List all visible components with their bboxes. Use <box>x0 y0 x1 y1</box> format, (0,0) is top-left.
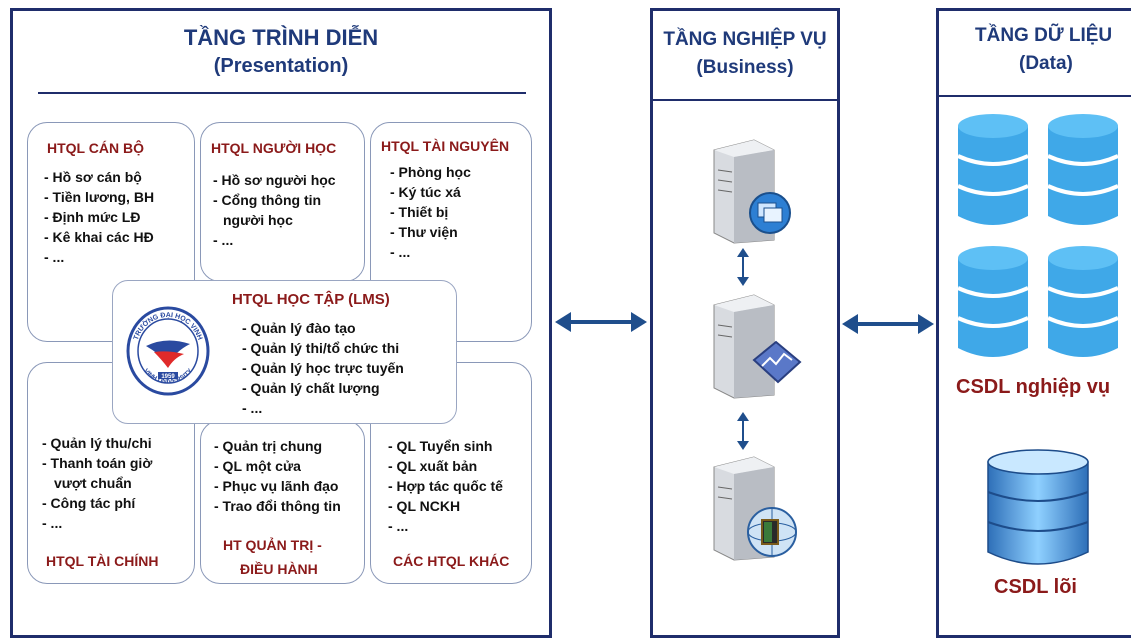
database-icon-1 <box>957 114 1029 225</box>
university-logo: TRƯỜNG ĐẠI HỌC VINH VINH UNIVERSITY 1959 <box>126 306 210 396</box>
list-item: - Định mức LĐ <box>44 209 141 225</box>
list-item: - ... <box>390 244 411 260</box>
logo-year: 1959 <box>161 374 175 380</box>
list-item: - QL Tuyển sinh <box>388 438 493 454</box>
core-database-icon <box>987 449 1089 565</box>
vertical-arrow-1 <box>737 248 749 286</box>
box-lms-title: HTQL HỌC TẬP (LMS) <box>232 291 390 308</box>
vertical-arrow-2 <box>737 412 749 450</box>
box-khac-title: CÁC HTQL KHÁC <box>393 553 510 569</box>
box-quan-tri-title-1: HT QUẢN TRỊ - <box>223 537 322 553</box>
list-item: - Trao đổi thông tin <box>214 498 341 514</box>
list-item: - Quản lý đào tạo <box>242 320 356 336</box>
list-item: - ... <box>213 232 234 248</box>
list-item: người học <box>223 212 293 228</box>
list-item: - ... <box>388 518 409 534</box>
list-item: - Tiền lương, BH <box>44 189 155 205</box>
list-item: - Phục vụ lãnh đạo <box>214 478 339 494</box>
database-icon-3 <box>957 246 1029 357</box>
list-item: - Quản trị chung <box>214 438 323 454</box>
box-quan-tri <box>200 420 365 584</box>
list-item: - QL xuất bản <box>388 458 478 474</box>
box-tai-chinh-title: HTQL TÀI CHÍNH <box>46 553 159 569</box>
list-item: - Quản lý học trực tuyến <box>242 360 404 376</box>
presentation-subtitle: (Presentation) <box>213 55 349 77</box>
box-tai-nguyen-title: HTQL TÀI NGUYÊN <box>381 138 510 154</box>
server-icon-2 <box>713 294 802 399</box>
list-item: - Quản lý thi/tổ chức thi <box>242 340 400 356</box>
box-can-bo-items: - Hồ sơ cán bộ - Tiền lương, BH - Định m… <box>44 167 154 267</box>
double-arrow-right <box>842 314 934 334</box>
business-subtitle: (Business) <box>696 57 794 78</box>
box-quan-tri-items: - Quản trị chung - QL một cửa - Phục vụ … <box>214 436 341 516</box>
list-item: - QL NCKH <box>388 498 461 514</box>
list-item: - Thư viện <box>390 224 458 240</box>
list-item: - Hồ sơ cán bộ <box>44 169 142 185</box>
list-item: - Cổng thông tin <box>213 192 322 208</box>
list-item: - Phòng học <box>390 164 471 180</box>
presentation-divider <box>38 92 526 94</box>
database-icon-2 <box>1047 114 1119 225</box>
list-item: - ... <box>44 249 65 265</box>
box-tai-chinh-items: - Quản lý thu/chi - Thanh toán giờ vượt … <box>42 433 152 533</box>
list-item: - ... <box>42 515 63 531</box>
data-title: TẦNG DỮ LIỆU <box>975 25 1113 46</box>
list-item: - Thanh toán giờ <box>42 455 153 471</box>
box-nguoi-hoc-items: - Hồ sơ người học - Cổng thông tin người… <box>213 170 336 250</box>
list-item: - Hợp tác quốc tế <box>388 478 503 494</box>
box-tai-nguyen-items: - Phòng học - Ký túc xá - Thiết bị - Thư… <box>390 162 471 262</box>
data-divider <box>939 95 1131 97</box>
list-item: - ... <box>242 400 263 416</box>
list-item: - Quản lý thu/chi <box>42 435 152 451</box>
list-item: - Hồ sơ người học <box>213 172 336 188</box>
list-item: vượt chuẩn <box>54 475 132 491</box>
list-item: - Kê khai các HĐ <box>44 229 154 245</box>
server-icon-1 <box>713 139 791 244</box>
box-nguoi-hoc-title: HTQL NGƯỜI HỌC <box>211 140 337 156</box>
business-db-label: CSDL nghiệp vụ <box>956 376 1111 398</box>
double-arrow-left <box>555 312 647 332</box>
data-subtitle: (Data) <box>1019 53 1073 74</box>
business-title: TẦNG NGHIỆP VỤ <box>663 29 827 50</box>
list-item: - Thiết bị <box>390 204 449 220</box>
list-item: - Công tác phí <box>42 495 136 511</box>
box-lms <box>112 280 457 424</box>
box-lms-items: - Quản lý đào tạo - Quản lý thi/tổ chức … <box>242 318 404 418</box>
database-icon-4 <box>1047 246 1119 357</box>
box-khac-items: - QL Tuyển sinh - QL xuất bản - Hợp tác … <box>388 436 503 536</box>
list-item: - Ký túc xá <box>390 184 461 200</box>
list-item: - Quản lý chất lượng <box>242 380 380 396</box>
presentation-title: TẦNG TRÌNH DIỄN <box>183 25 379 50</box>
box-quan-tri-title-2: ĐIỀU HÀNH <box>240 561 318 577</box>
box-can-bo-title: HTQL CÁN BỘ <box>47 140 144 156</box>
list-item: - QL một cửa <box>214 458 301 474</box>
core-db-label: CSDL lõi <box>994 576 1077 598</box>
server-icon-3 <box>713 456 797 561</box>
business-divider <box>653 99 837 101</box>
